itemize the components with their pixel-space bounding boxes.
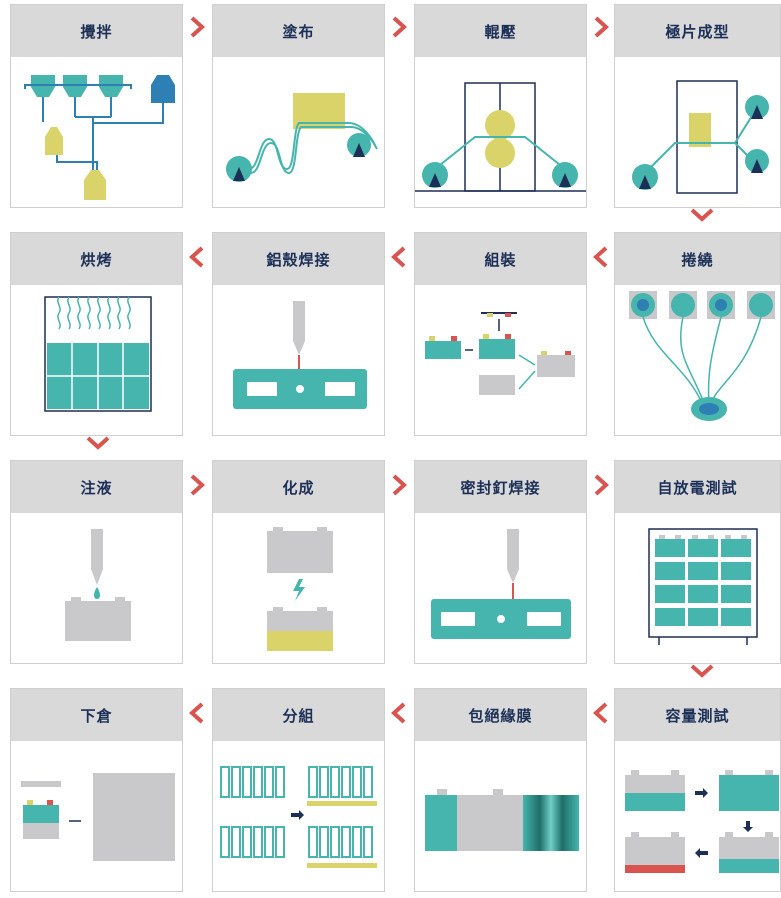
- step-title: 捲繞: [615, 233, 780, 285]
- step-title: 鋁殼焊接: [213, 233, 384, 285]
- step-card-coating: 塗布: [212, 4, 385, 208]
- step-card-rolling: 輥壓: [414, 4, 587, 208]
- step-title: 組裝: [415, 233, 586, 285]
- self-discharge-test-illustration: [648, 528, 758, 645]
- shell-welding-illustration: [233, 301, 367, 409]
- rolling-illustration: [415, 82, 586, 192]
- step-title: 輥壓: [415, 5, 586, 57]
- step-card-electrode-forming: 極片成型: [614, 4, 781, 208]
- warehousing-illustration: [21, 773, 175, 861]
- step-title: 注液: [11, 461, 182, 513]
- arrow-left-icon: [390, 702, 408, 724]
- arrow-right-icon: [188, 474, 206, 496]
- step-card-baking: 烘烤: [10, 232, 183, 436]
- step-title: 包絕緣膜: [415, 689, 586, 741]
- step-title: 下倉: [11, 689, 182, 741]
- arrow-down-icon: [690, 208, 714, 222]
- step-card-insulation-film: 包絕緣膜: [414, 688, 587, 892]
- coating-illustration: [226, 93, 378, 182]
- step-card-mixing: 攪拌: [10, 4, 183, 208]
- step-card-electrolyte-filling: 注液: [10, 460, 183, 664]
- arrow-left-icon: [592, 702, 610, 724]
- electrode-forming-illustration: [632, 80, 769, 194]
- step-title: 烘烤: [11, 233, 182, 285]
- step-title: 密封釘焊接: [415, 461, 586, 513]
- step-title: 塗布: [213, 5, 384, 57]
- step-title: 分組: [213, 689, 384, 741]
- winding-illustration: [629, 291, 775, 421]
- step-card-grouping: 分組: [212, 688, 385, 892]
- arrow-right-icon: [390, 16, 408, 38]
- arrow-right-icon: [592, 474, 610, 496]
- insulation-film-illustration: [425, 789, 579, 851]
- step-card-capacity-test: 容量測試: [614, 688, 781, 892]
- baking-illustration: [44, 296, 152, 412]
- arrow-left-icon: [188, 702, 206, 724]
- arrow-down-icon: [690, 664, 714, 678]
- step-title: 極片成型: [615, 5, 780, 57]
- step-card-assembly: 組裝: [414, 232, 587, 436]
- step-card-self-discharge-test: 自放電測試: [614, 460, 781, 664]
- capacity-test-illustration: [625, 770, 779, 873]
- arrow-left-icon: [592, 246, 610, 268]
- seal-pin-welding-illustration: [431, 529, 571, 639]
- grouping-illustration: [220, 766, 377, 868]
- arrow-right-icon: [390, 474, 408, 496]
- step-card-formation: 化成: [212, 460, 385, 664]
- step-card-shell-welding: 鋁殼焊接: [212, 232, 385, 436]
- step-title: 自放電測試: [615, 461, 780, 513]
- step-title: 攪拌: [11, 5, 182, 57]
- step-card-warehousing: 下倉: [10, 688, 183, 892]
- assembly-illustration: [425, 312, 575, 395]
- step-card-winding: 捲繞: [614, 232, 781, 436]
- arrow-right-icon: [592, 16, 610, 38]
- mixing-illustration: [24, 75, 175, 200]
- step-title: 容量測試: [615, 689, 780, 741]
- step-title: 化成: [213, 461, 384, 513]
- arrow-down-icon: [86, 436, 110, 450]
- arrow-left-icon: [188, 246, 206, 268]
- arrow-left-icon: [390, 246, 408, 268]
- electrolyte-filling-illustration: [65, 529, 131, 641]
- arrow-right-icon: [188, 16, 206, 38]
- step-card-seal-pin-welding: 密封釘焊接: [414, 460, 587, 664]
- formation-illustration: [267, 527, 333, 651]
